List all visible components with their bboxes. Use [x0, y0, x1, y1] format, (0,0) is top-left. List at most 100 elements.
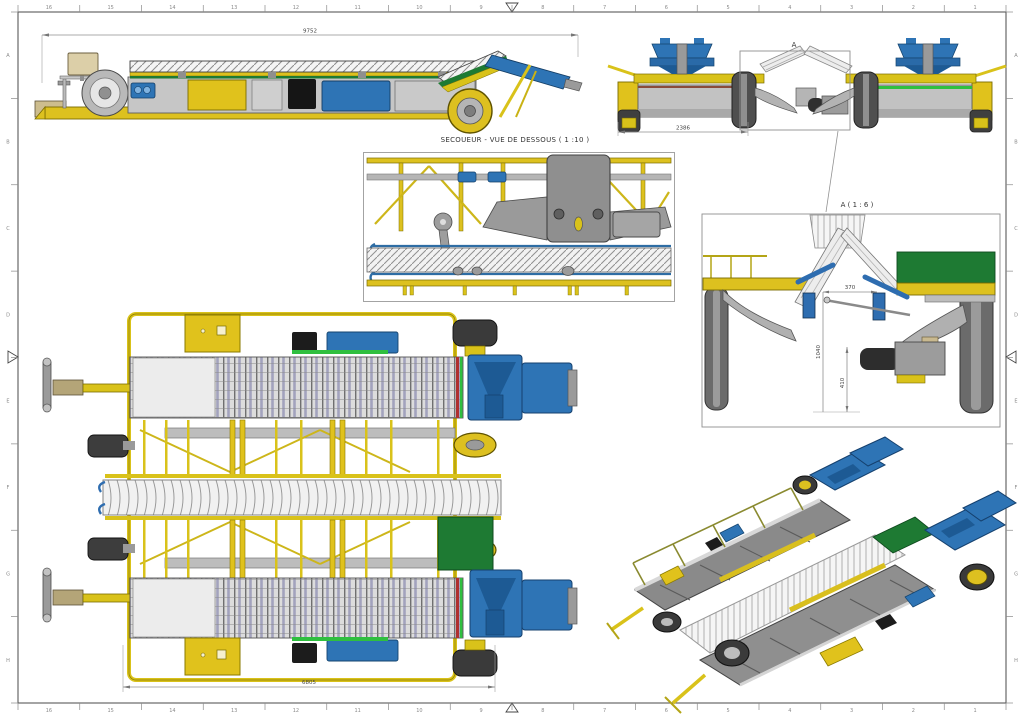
side-view-dimension: 9752: [41, 29, 579, 83]
plan-bottom-accessories: [184, 637, 498, 677]
plan-mid-bottom: [87, 516, 497, 579]
front-center-chevron: [759, 45, 853, 115]
detail-shaker-links: [795, 262, 911, 321]
tire-top-right: [452, 319, 498, 347]
blue-box-bottom: [326, 639, 399, 662]
zone-label: 16: [46, 708, 52, 714]
underside-view-title: SECOUEUR - VUE DE DESSOUS ( 1 :10 ): [440, 136, 590, 144]
zone-label: 7: [603, 5, 606, 11]
underside-lower-rail: [366, 279, 672, 296]
zone-label: B: [6, 140, 10, 146]
zone-label: D: [6, 312, 10, 318]
iso-yellow-box-rear: [659, 565, 685, 586]
tire-left-bottom: [87, 537, 129, 561]
black-cabinet: [288, 79, 316, 109]
black-box-bottom: [292, 643, 317, 663]
zone-label: 6: [665, 708, 668, 714]
zone-label: 1: [974, 5, 977, 11]
iso-black-box-rear: [705, 537, 723, 551]
plan-hitch-bottom: [42, 567, 132, 623]
green-panel: [437, 516, 494, 571]
zone-label: 15: [107, 5, 113, 11]
zone-label: H: [6, 658, 10, 664]
iso-railing: [632, 487, 804, 586]
iso-yellow-box-front: [819, 636, 864, 667]
detail-a-view: A ( 1 : 6 ): [701, 201, 1001, 428]
zone-label: 9: [480, 5, 483, 11]
plan-hopper-bottom: [469, 569, 578, 638]
zone-label: C: [1014, 226, 1018, 232]
zone-label: 4: [788, 708, 791, 714]
zone-label: G: [1014, 571, 1018, 577]
zone-label: 16: [46, 5, 52, 11]
blue-box-top: [326, 331, 399, 354]
iso-front-trailer: [664, 490, 1017, 714]
zone-label: 5: [727, 708, 730, 714]
detail-motor-assembly: [860, 304, 968, 384]
zone-label: H: [1014, 658, 1018, 664]
detail-right-deck: [896, 251, 996, 303]
underside-belt: [366, 242, 672, 283]
zone-label: A: [6, 53, 10, 59]
dim-overall-length: 9752: [303, 29, 317, 35]
iso-shaker-band: [679, 516, 936, 654]
vibration-motor: [860, 348, 900, 370]
front-left-machine: [607, 38, 798, 133]
detail-left-wheel: [704, 286, 729, 411]
iso-black-box-front: [875, 614, 897, 630]
plan-hitch-top: [42, 357, 132, 413]
zone-label: 13: [231, 5, 237, 11]
zone-label: 3: [850, 5, 853, 11]
iso-rear-trailer: [606, 436, 905, 640]
dim-motor-height: 410: [840, 377, 846, 388]
side-body: [127, 60, 477, 114]
plan-dimension: 6805: [122, 645, 496, 692]
zone-label: G: [6, 571, 10, 577]
blue-cabinet: [321, 80, 391, 112]
centering-mark-left: [7, 350, 19, 364]
zone-label: 10: [416, 5, 422, 11]
zone-label: 11: [354, 708, 360, 714]
detail-callout-label: A: [792, 41, 797, 49]
detail-dimensions: 370 1040 410: [813, 285, 877, 413]
zone-label: 12: [293, 708, 299, 714]
detail-right-wheel: [959, 289, 994, 414]
detail-callout: A: [739, 41, 851, 131]
conveyor-belt: [129, 60, 476, 73]
centering-mark-right: [1005, 350, 1017, 364]
zone-label: D: [1014, 312, 1018, 318]
zone-label: 9: [480, 708, 483, 714]
zone-label: F: [7, 485, 10, 491]
control-box: [67, 52, 99, 76]
side-view: 9752: [34, 29, 583, 134]
zone-label: 10: [416, 708, 422, 714]
dim-height: 1040: [816, 345, 822, 359]
zone-label: 6: [665, 5, 668, 11]
side-discharge: [437, 50, 583, 134]
zone-label: 7: [603, 708, 606, 714]
zone-label: E: [1014, 399, 1017, 405]
dim-gap: 370: [845, 285, 856, 291]
zone-label: 2: [912, 708, 915, 714]
zone-label: 1: [974, 708, 977, 714]
zone-label: 8: [541, 708, 544, 714]
plan-view: 6805: [42, 312, 578, 692]
zone-label: 13: [231, 708, 237, 714]
plan-hopper-top: [467, 354, 578, 421]
front-right-machine: [812, 38, 1007, 133]
zone-label: 14: [169, 708, 175, 714]
front-view-dimension: 2386: [617, 122, 749, 136]
plan-deck-bottom: [129, 577, 464, 639]
zone-label: 8: [541, 5, 544, 11]
underside-gearbox: [433, 154, 672, 255]
detail-view-title: A ( 1 : 6 ): [841, 201, 874, 209]
zone-label: 5: [727, 5, 730, 11]
zone-label: 14: [169, 5, 175, 11]
zone-label: 12: [293, 5, 299, 11]
dim-track-width: 2386: [676, 126, 690, 132]
zone-label: 2: [912, 5, 915, 11]
plan-mid-top: [87, 419, 497, 477]
zone-label: 4: [788, 5, 791, 11]
